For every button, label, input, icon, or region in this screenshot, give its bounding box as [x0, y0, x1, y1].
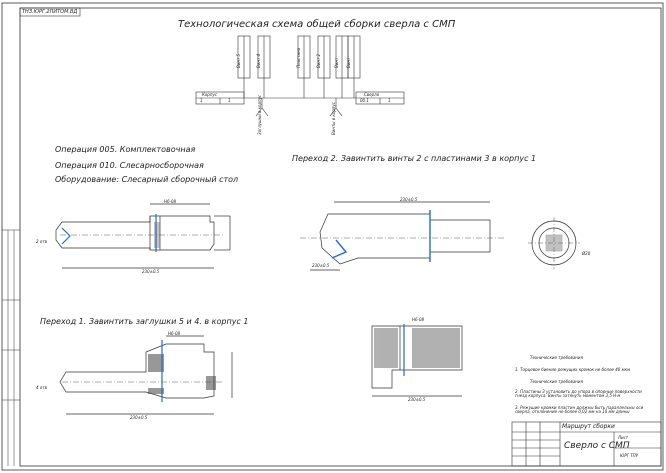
op010-text: Операция 010. Слесарносборочная: [55, 161, 204, 170]
req-2: 2. Пластины 3 установить до упора в опор…: [515, 389, 642, 398]
end-view: [528, 217, 580, 269]
section-detail: [371, 325, 463, 397]
equipment-text: Оборудование: Слесарный сборочный стол: [55, 175, 239, 184]
scheme-final-qty-2: 1: [388, 98, 391, 103]
titleblock-name: Сверло с СМП: [564, 441, 630, 451]
dim-11: Ø20: [582, 251, 591, 256]
scheme-part-left-2: Винт 4: [256, 53, 261, 68]
scheme-sub-left: Заглушки в корпус: [257, 94, 262, 135]
corner-tag-box: [19, 7, 81, 17]
page-title: Технологическая схема общей сборки сверл…: [178, 19, 456, 30]
drill-view-1: [55, 203, 231, 269]
drill-view-3: [59, 335, 233, 415]
transition2-text: Переход 2. Завинтить винты 2 с пластинам…: [292, 154, 537, 163]
dim-7: Н6-08: [168, 331, 181, 336]
inner-frame: [19, 7, 662, 467]
drill-view-2: [300, 201, 506, 271]
scheme-part-mid-1: Пластина: [296, 47, 301, 68]
corner-tag: ТНЗ.ЮРГ.2ПИТОМ.ВД: [22, 9, 78, 15]
dim-1: 230±0.5: [142, 269, 160, 274]
title-block: [511, 421, 662, 467]
section-hatch-3: [148, 354, 216, 394]
titleblock-org: ЮРГ ТПУ: [620, 453, 639, 458]
dim-8: Н6-08: [412, 317, 425, 322]
scheme-final-label: Сверло: [364, 92, 380, 97]
dim-9: 4 отв: [36, 385, 47, 390]
req-1: 1. Торцевое биение режущих кромок не бол…: [515, 367, 631, 372]
scheme-base-qty-2: 1: [228, 98, 231, 103]
dim-10: 2 отв: [36, 239, 47, 244]
req-3: 3. Режущие кромки пластин должны быть па…: [515, 405, 644, 414]
scheme-part-left-1: Винт 5: [236, 53, 241, 68]
titleblock-sheet: Лист: [618, 435, 629, 440]
drill-view-1-accents: [61, 214, 157, 252]
scheme-part-right-2: Винт: [346, 57, 351, 68]
dim-2: 230±0.5: [400, 197, 418, 202]
assembly-scheme: [195, 35, 405, 117]
req-sub: Технические требования: [530, 379, 583, 384]
section-hatch-4: [374, 328, 460, 368]
dim-4: 230±0.5: [408, 397, 426, 402]
dim-3: 230±0.5: [130, 415, 148, 420]
scheme-final-qty-1: 00.1: [360, 98, 369, 103]
transition1-text: Переход 1. Завинтить заглушки 5 и 4. в к…: [40, 317, 249, 326]
dim-6: Н6-08: [164, 199, 177, 204]
scheme-part-mid-2: Винт 2: [316, 53, 321, 68]
scheme-base-label: Корпус: [202, 92, 218, 97]
scheme-sub-right: Винты в корпус: [331, 102, 336, 135]
req-title: Технические требования: [530, 355, 583, 360]
dim-5: 230±0.5: [312, 263, 330, 268]
op005-text: Операция 005. Комплектовочная: [55, 145, 196, 154]
scheme-part-right-1: Винт: [334, 57, 339, 68]
titleblock-section: Маршрут сборки: [562, 423, 615, 430]
scheme-base-qty-1: 1: [200, 98, 203, 103]
